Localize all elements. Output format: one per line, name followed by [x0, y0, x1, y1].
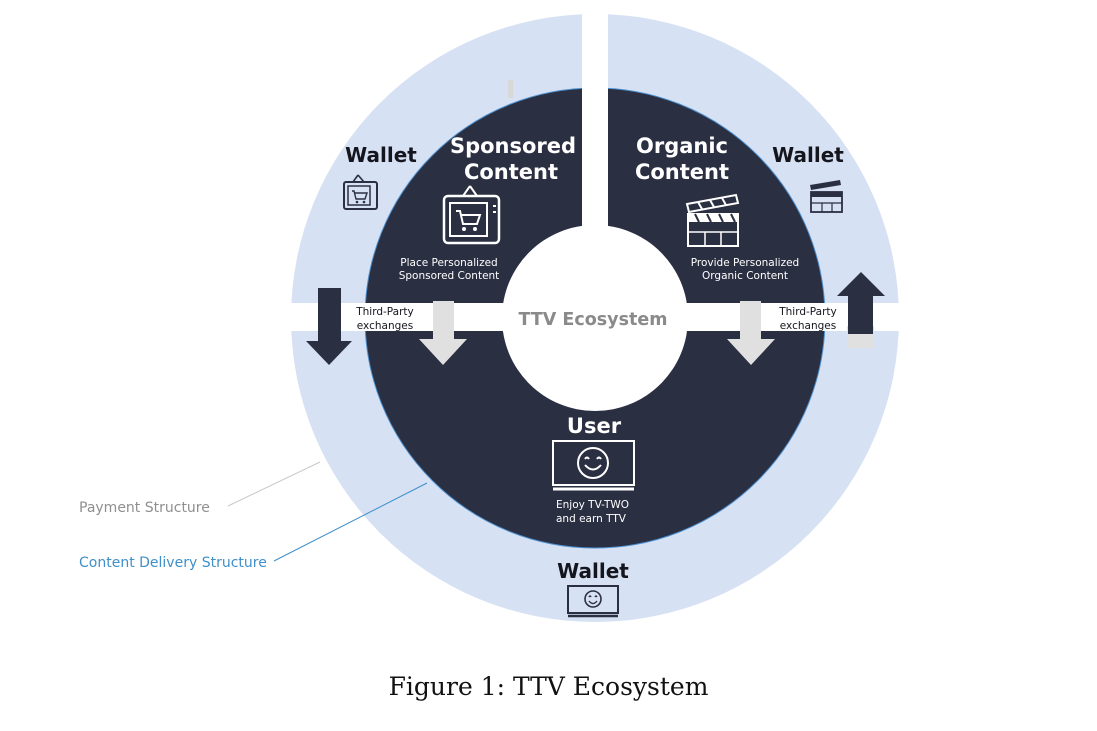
wallet-bottom-tv-smile-icon: [567, 585, 619, 618]
wallet-left-label: Wallet: [345, 143, 417, 167]
organic-desc-line2: Organic Content: [702, 270, 788, 282]
sponsored-desc-line2: Sponsored Content: [399, 270, 500, 282]
exchange-left-line2: exchanges: [357, 320, 413, 332]
payment-leader-line: [227, 461, 321, 507]
wallet-right-clapperboard-icon: [810, 180, 843, 213]
legend-content-delivery-structure: Content Delivery Structure: [79, 555, 267, 571]
payment-arrow-left-down: [306, 288, 352, 365]
sponsored-desc-line1: Place Personalized: [400, 257, 497, 269]
exchange-right-line2: exchanges: [780, 320, 836, 332]
sponsored-title-line1: Sponsored: [450, 134, 576, 158]
delivery-arrow-organic-down: [727, 301, 775, 365]
wallet-bottom-label: Wallet: [557, 559, 629, 583]
exchange-left-line1: Third-Party: [355, 306, 414, 318]
organic-desc-line1: Provide Personalized: [691, 257, 799, 269]
user-title: User: [567, 414, 622, 438]
figure-caption: Figure 1: TTV Ecosystem: [388, 672, 709, 701]
horizontal-separator: [282, 303, 908, 331]
delivery-arrow-sponsored-down: [419, 301, 467, 365]
wallet-right-label: Wallet: [772, 143, 844, 167]
center-label: TTV Ecosystem: [519, 310, 668, 330]
wallet-left-tv-cart-icon: [343, 174, 378, 210]
legend-payment-structure: Payment Structure: [79, 500, 210, 516]
organic-title-line1: Organic: [636, 134, 728, 158]
vertical-separator: [582, 8, 608, 233]
sponsored-title-line2: Content: [464, 160, 558, 184]
tv-cart-icon: [442, 185, 501, 245]
tv-smile-icon: [552, 440, 635, 491]
exchange-right-line1: Third-Party: [778, 306, 837, 318]
organic-title-line2: Content: [635, 160, 729, 184]
delivery-leader-line: [273, 482, 428, 562]
clapperboard-icon: [685, 193, 740, 247]
user-desc-line2: and earn TTV: [556, 513, 627, 525]
separator-mark: [508, 80, 513, 98]
payment-arrow-right-up: [837, 272, 885, 334]
user-desc-line1: Enjoy TV-TWO: [556, 499, 629, 511]
